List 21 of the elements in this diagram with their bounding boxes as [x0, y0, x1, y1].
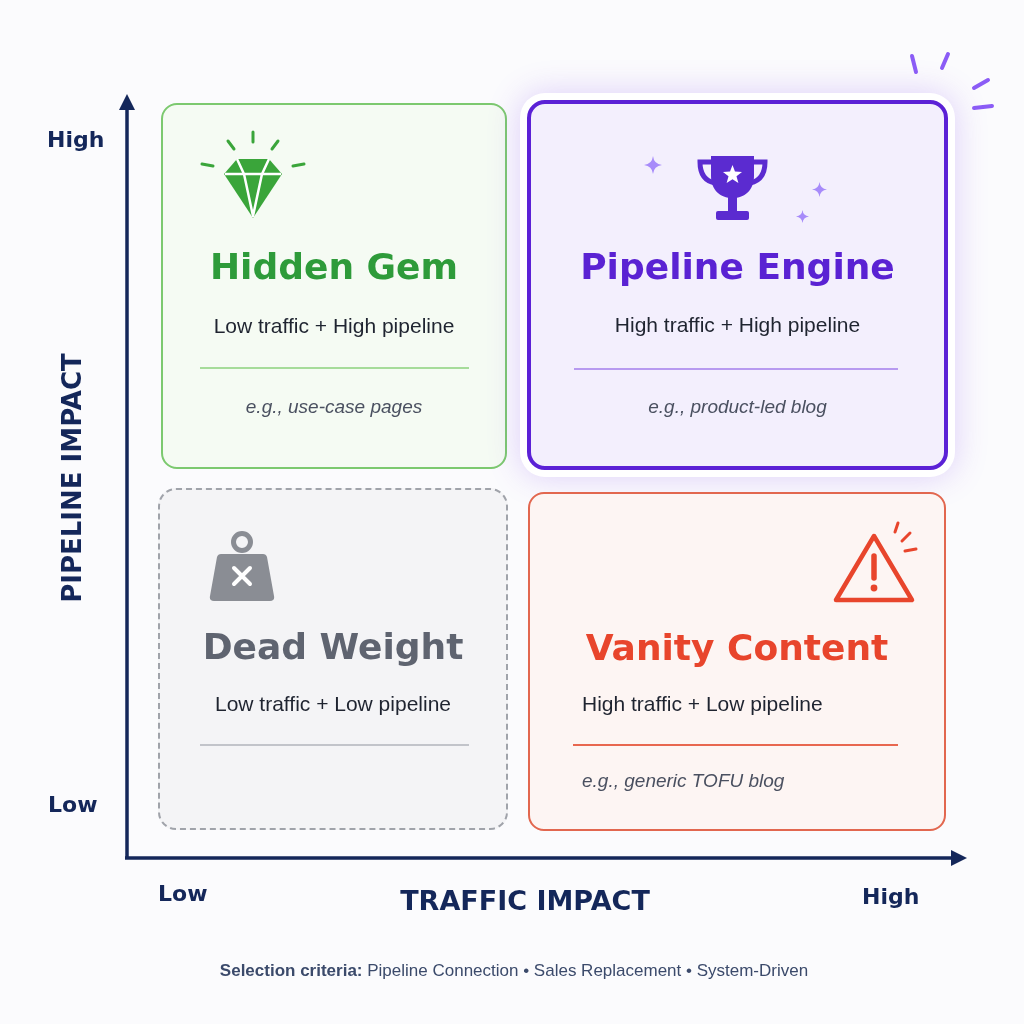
- axis-tick-label: High: [47, 127, 105, 153]
- example-text: e.g., generic TOFU blog: [582, 769, 785, 793]
- quadrant-title: Hidden Gem: [209, 245, 459, 289]
- axis-title: PIPELINE IMPACT: [56, 353, 88, 603]
- quadrant-title: Pipeline Engine: [580, 245, 895, 289]
- quadrant-description: High traffic + High pipeline: [614, 312, 861, 338]
- quadrant-card: [158, 488, 508, 830]
- quadrant-description: Low traffic + High pipeline: [213, 313, 455, 339]
- example-text: e.g., product-led blog: [648, 395, 827, 419]
- example-text: e.g., use-case pages: [245, 395, 423, 419]
- caption: Selection criteria: Pipeline Connection • Sales Replacement • System-Driven: [219, 960, 809, 982]
- axis-tick-label: High: [862, 884, 920, 910]
- quadrant-description: High traffic + Low pipeline: [582, 691, 823, 717]
- quadrant-title: Vanity Content: [585, 626, 889, 670]
- quadrant-title: Dead Weight: [202, 625, 464, 669]
- quadrant-card: [161, 103, 507, 469]
- axis-title: TRAFFIC IMPACT: [400, 885, 650, 917]
- quadrant-description: Low traffic + Low pipeline: [215, 691, 451, 717]
- axis-tick-label: Low: [48, 792, 98, 818]
- axis-tick-label: Low: [158, 881, 208, 907]
- quadrant-card: [528, 492, 946, 831]
